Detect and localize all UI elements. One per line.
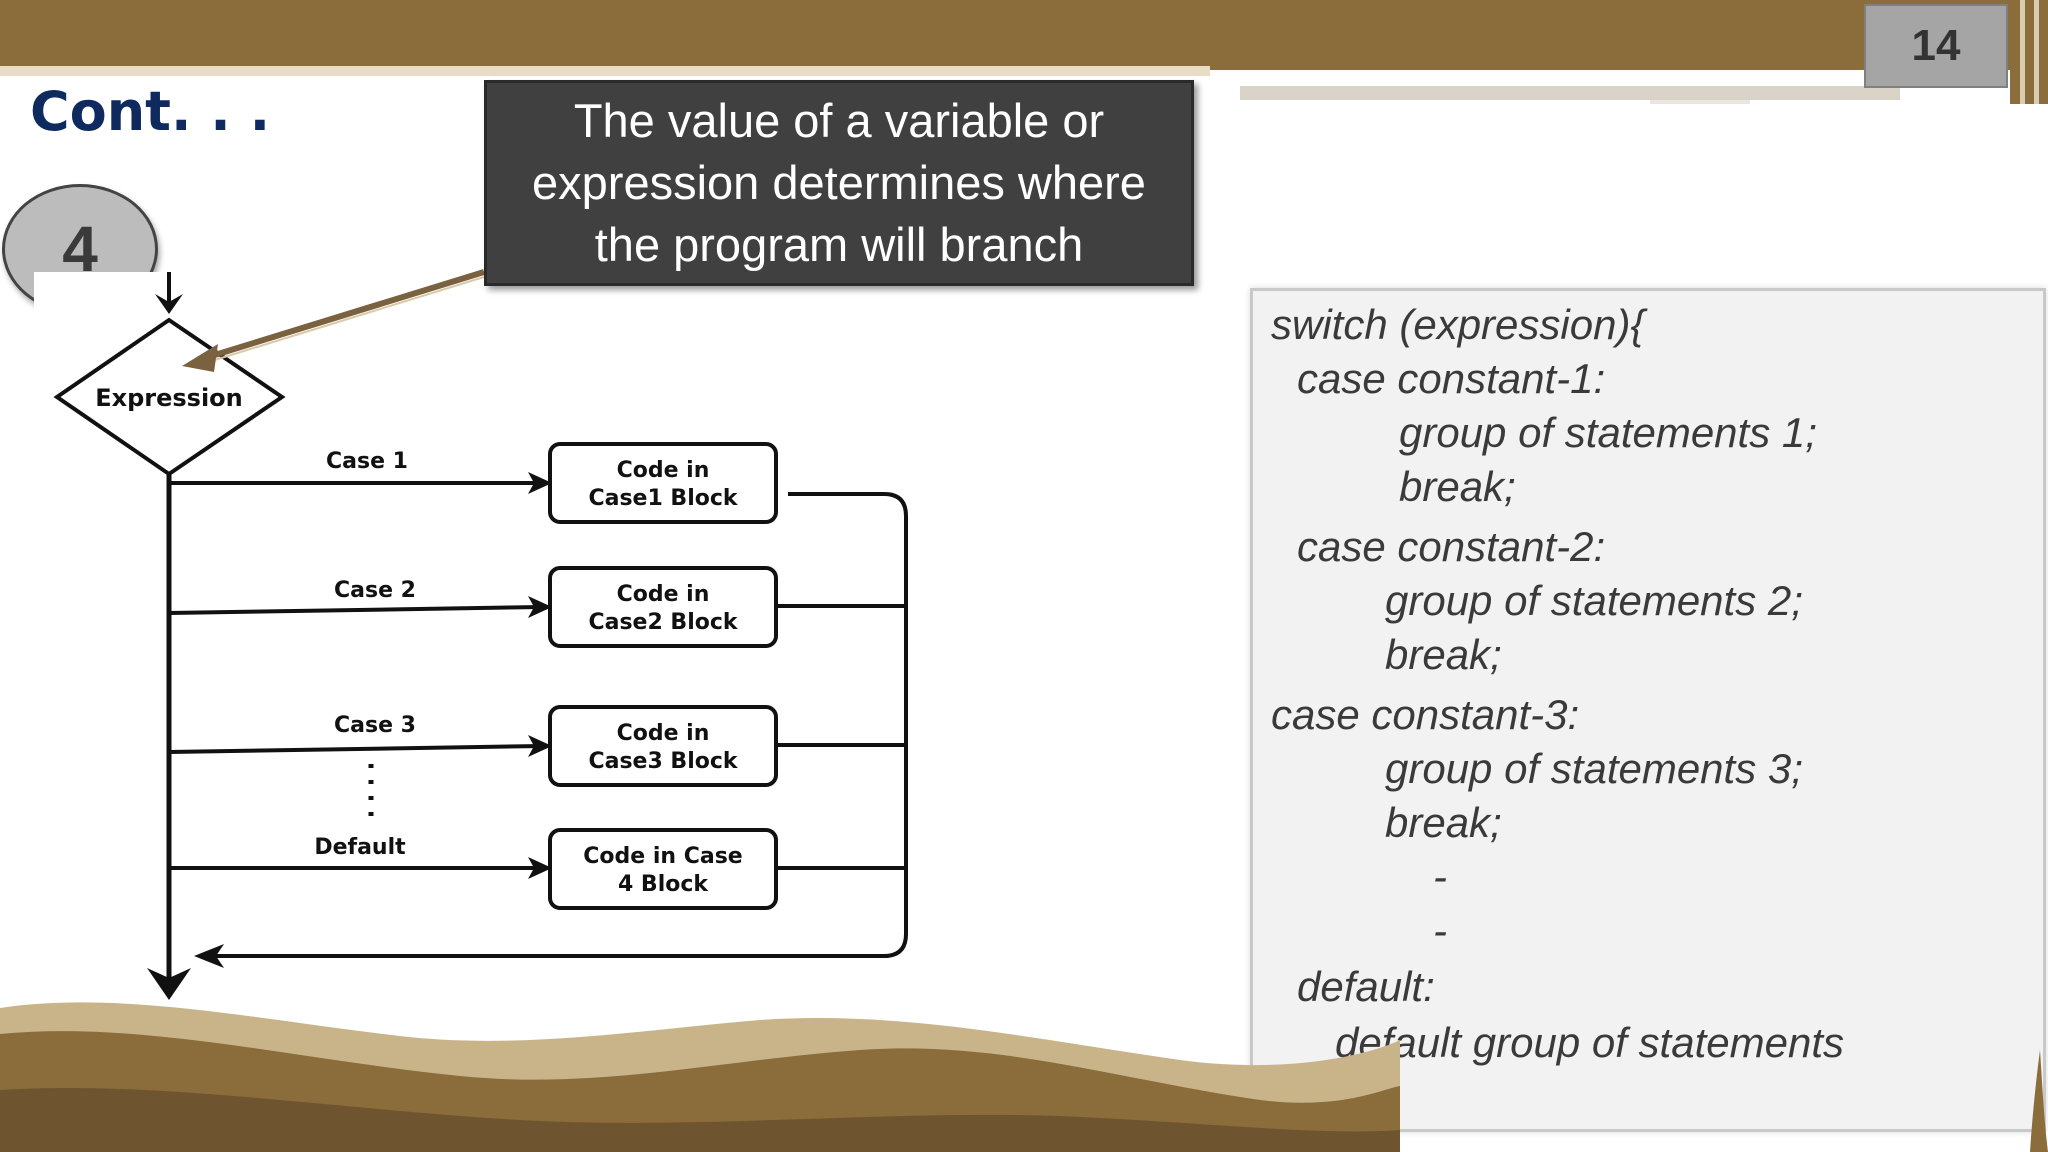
code-line-4: break;	[1399, 463, 1516, 510]
right-decoration	[2010, 0, 2048, 104]
slide-title: Cont. . .	[30, 80, 271, 143]
code-line-2: case constant-1:	[1297, 355, 1606, 402]
top-accent-band	[0, 66, 1210, 76]
case-label-3: Case 3	[334, 713, 416, 738]
case-block-default-line1: Code in Case	[583, 844, 742, 869]
case-block-1-line1: Code in	[617, 458, 710, 483]
case-block-2-line2: Case2 Block	[588, 610, 738, 635]
code-line-7: break;	[1385, 631, 1502, 678]
case-block-2-line1: Code in	[617, 582, 710, 607]
return-arrowhead	[194, 944, 224, 968]
code-line-9: group of statements 3;	[1385, 745, 1803, 792]
page-number: 14	[1864, 4, 2008, 88]
code-line-14: default group of statements	[1335, 1019, 1844, 1066]
case-arrow-3	[168, 744, 543, 754]
top-accent-line	[1240, 86, 1900, 100]
bottom-wave-decoration	[0, 990, 2048, 1152]
code-line-6: group of statements 2;	[1385, 577, 1803, 624]
case-label-default: Default	[314, 835, 406, 860]
entry-arrowhead	[155, 294, 183, 314]
case-block-3-line2: Case3 Block	[588, 749, 738, 774]
switch-flowchart: Expression Case 1 Code in Case1 Block Ca…	[34, 272, 934, 1016]
code-line-11: -	[1433, 853, 1447, 900]
code-panel: switch (expression){ case constant-1: gr…	[1250, 288, 2046, 1132]
code-line-1: switch (expression){	[1271, 301, 1645, 348]
code-line-13: default:	[1297, 963, 1435, 1010]
collector-line	[202, 492, 908, 958]
case-arrow-2	[168, 605, 543, 615]
decision-label: Expression	[95, 384, 243, 412]
case-label-2: Case 2	[334, 578, 416, 603]
top-accent-line-small	[1650, 100, 1750, 104]
exit-arrowhead	[147, 968, 191, 1000]
case-block-default-line2: 4 Block	[618, 872, 709, 897]
code-line-3: group of statements 1;	[1399, 409, 1817, 456]
top-banner	[0, 0, 2048, 70]
callout-box: The value of a variable or expression de…	[484, 80, 1194, 286]
case-block-1	[548, 442, 778, 524]
case-label-1: Case 1	[326, 449, 408, 474]
code-line-8: case constant-3:	[1271, 691, 1580, 738]
code-line-12: -	[1433, 907, 1447, 954]
case-block-1-line2: Case1 Block	[588, 486, 738, 511]
code-line-5: case constant-2:	[1297, 523, 1606, 570]
code-line-10: break;	[1385, 799, 1502, 846]
case-block-3-line1: Code in	[617, 721, 710, 746]
